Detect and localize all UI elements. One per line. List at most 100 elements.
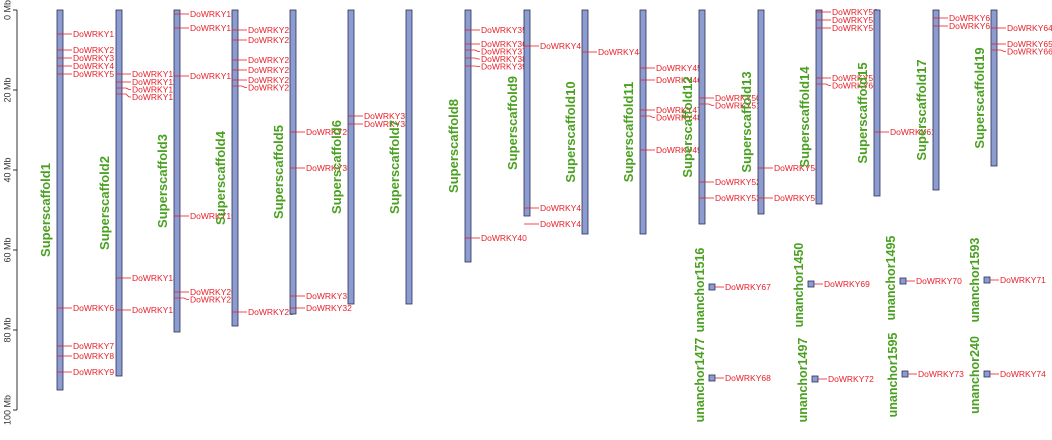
gene-label: DoWRKY4 bbox=[73, 61, 114, 71]
unanchored-unanchor1450: unanchor1450 DoWRKY69 bbox=[792, 243, 870, 328]
contig-name: unanchor240 bbox=[968, 336, 982, 414]
contig-name: unanchor1595 bbox=[886, 333, 900, 418]
scaffold-name: Superscaffold19 bbox=[972, 47, 987, 148]
gene-label: DoWRKY1 bbox=[73, 29, 114, 39]
gene-label: DoWRKY30 bbox=[306, 163, 352, 173]
contig-name: unanchor1593 bbox=[968, 238, 982, 323]
contig-box bbox=[983, 276, 991, 284]
gene-label: DoWRKY42 bbox=[540, 203, 586, 213]
scaffold-name: Superscaffold4 bbox=[213, 130, 228, 225]
gene-label: DoWRKY48 bbox=[656, 113, 702, 123]
gene-label: DoWRKY22 bbox=[248, 25, 294, 35]
gene-label: DoWRKY57 bbox=[832, 15, 878, 25]
scaffold-name: Superscaffold3 bbox=[155, 134, 170, 228]
gene-label: DoWRKY74 bbox=[1000, 369, 1046, 379]
gene-label: DoWRKY31 bbox=[306, 291, 352, 301]
gene-connector bbox=[116, 93, 131, 98]
gene-label: DoWRKY36 bbox=[481, 39, 527, 49]
gene-label: DoWRKY43 bbox=[540, 219, 586, 229]
gene-label: DoWRKY26 bbox=[248, 75, 294, 85]
gene-label: DoWRKY45 bbox=[656, 63, 702, 73]
gene-label: DoWRKY69 bbox=[824, 279, 870, 289]
scaffold-name: Superscaffold13 bbox=[739, 71, 754, 172]
contig-box bbox=[708, 283, 716, 291]
scaffold-name: Superscaffold12 bbox=[680, 76, 695, 177]
contig-name: unanchor1495 bbox=[884, 236, 898, 321]
gene-label: DoWRKY25 bbox=[248, 65, 294, 75]
gene-label: DoWRKY54 bbox=[774, 163, 820, 173]
gene-label: DoWRKY41 bbox=[540, 41, 586, 51]
gene-connector bbox=[699, 103, 714, 106]
gene-label: DoWRKY38 bbox=[481, 54, 527, 64]
scaffold-superscaffold7: Superscaffold7 bbox=[387, 9, 413, 305]
gene-connector bbox=[116, 87, 131, 90]
gene-label: DoWRKY71 bbox=[1000, 275, 1046, 285]
gene-connector bbox=[465, 57, 480, 60]
gene-label: DoWRKY60 bbox=[832, 81, 878, 91]
gene-label: DoWRKY51 bbox=[715, 101, 761, 111]
chromosome-bar bbox=[932, 9, 940, 191]
gene-connector bbox=[465, 49, 480, 52]
contig-box bbox=[901, 370, 909, 378]
unanchored-unanchor240: unanchor240 DoWRKY74 bbox=[968, 336, 1046, 414]
gene-label: DoWRKY55 bbox=[774, 193, 820, 203]
gene-label: DoWRKY6 bbox=[73, 303, 114, 313]
chromosome-bar bbox=[115, 9, 123, 377]
contig-name: unanchor1450 bbox=[792, 243, 806, 328]
gene-label: DoWRKY66 bbox=[1007, 47, 1052, 57]
gene-label: DoWRKY68 bbox=[725, 373, 771, 383]
axis-tick-label: 100 Mb bbox=[2, 395, 12, 425]
gene-label: DoWRKY16 bbox=[190, 9, 236, 19]
gene-label: DoWRKY58 bbox=[832, 23, 878, 33]
gene-label: DoWRKY72 bbox=[828, 374, 874, 384]
gene-label: DoWRKY47 bbox=[656, 105, 702, 115]
chromosome-bar bbox=[289, 9, 297, 315]
scaffold-superscaffold11: Superscaffold11DoWRKY45DoWRKY46DoWRKY47D… bbox=[621, 9, 702, 235]
gene-label: DoWRKY24 bbox=[248, 55, 294, 65]
gene-label: DoWRKY10 bbox=[132, 69, 178, 79]
gene-connector bbox=[640, 115, 655, 118]
gene-label: DoWRKY49 bbox=[656, 145, 702, 155]
chromosome-bar bbox=[698, 9, 706, 225]
scaffold-name: Superscaffold11 bbox=[621, 82, 636, 182]
chromosome-bar bbox=[523, 9, 531, 217]
gene-label: DoWRKY28 bbox=[248, 307, 294, 317]
scaffold-superscaffold14: Superscaffold14DoWRKY56DoWRKY57DoWRKY58D… bbox=[797, 7, 878, 205]
gene-label: DoWRKY3 bbox=[73, 53, 114, 63]
unanchored-unanchor1593: unanchor1593 DoWRKY71 bbox=[968, 238, 1046, 323]
contig-box bbox=[708, 374, 716, 382]
gene-label: DoWRKY50 bbox=[715, 93, 761, 103]
scaffold-superscaffold3: Superscaffold3DoWRKY16DoWRKY17DoWRKY18Do… bbox=[155, 9, 236, 333]
gene-label: DoWRKY29 bbox=[306, 127, 352, 137]
gene-label: DoWRKY2 bbox=[73, 45, 114, 55]
scaffold-name: Superscaffold10 bbox=[563, 81, 578, 182]
chromosome-bar bbox=[990, 9, 998, 167]
unanchored-unanchor1477: unanchor1477 DoWRKY68 bbox=[693, 338, 771, 423]
contig-name: unanchor1477 bbox=[693, 338, 707, 423]
gene-label: DoWRKY19 bbox=[190, 211, 236, 221]
chromosome-bar bbox=[405, 9, 413, 305]
gene-label: DoWRKY9 bbox=[73, 367, 114, 377]
scaffold-name: Superscaffold7 bbox=[387, 120, 402, 214]
gene-label: DoWRKY21 bbox=[190, 295, 236, 305]
scaffold-superscaffold1: Superscaffold1DoWRKY1DoWRKY2DoWRKY3DoWRK… bbox=[38, 9, 114, 391]
scaffold-name: Superscaffold6 bbox=[329, 120, 344, 214]
contig-box bbox=[811, 375, 819, 383]
gene-label: DoWRKY18 bbox=[190, 71, 236, 81]
contig-box bbox=[983, 370, 991, 378]
gene-label: DoWRKY39 bbox=[481, 62, 527, 72]
gene-label: DoWRKY8 bbox=[73, 351, 114, 361]
gene-label: DoWRKY46 bbox=[656, 75, 702, 85]
gene-label: DoWRKY67 bbox=[725, 282, 771, 292]
chromosome-bar bbox=[581, 9, 589, 235]
